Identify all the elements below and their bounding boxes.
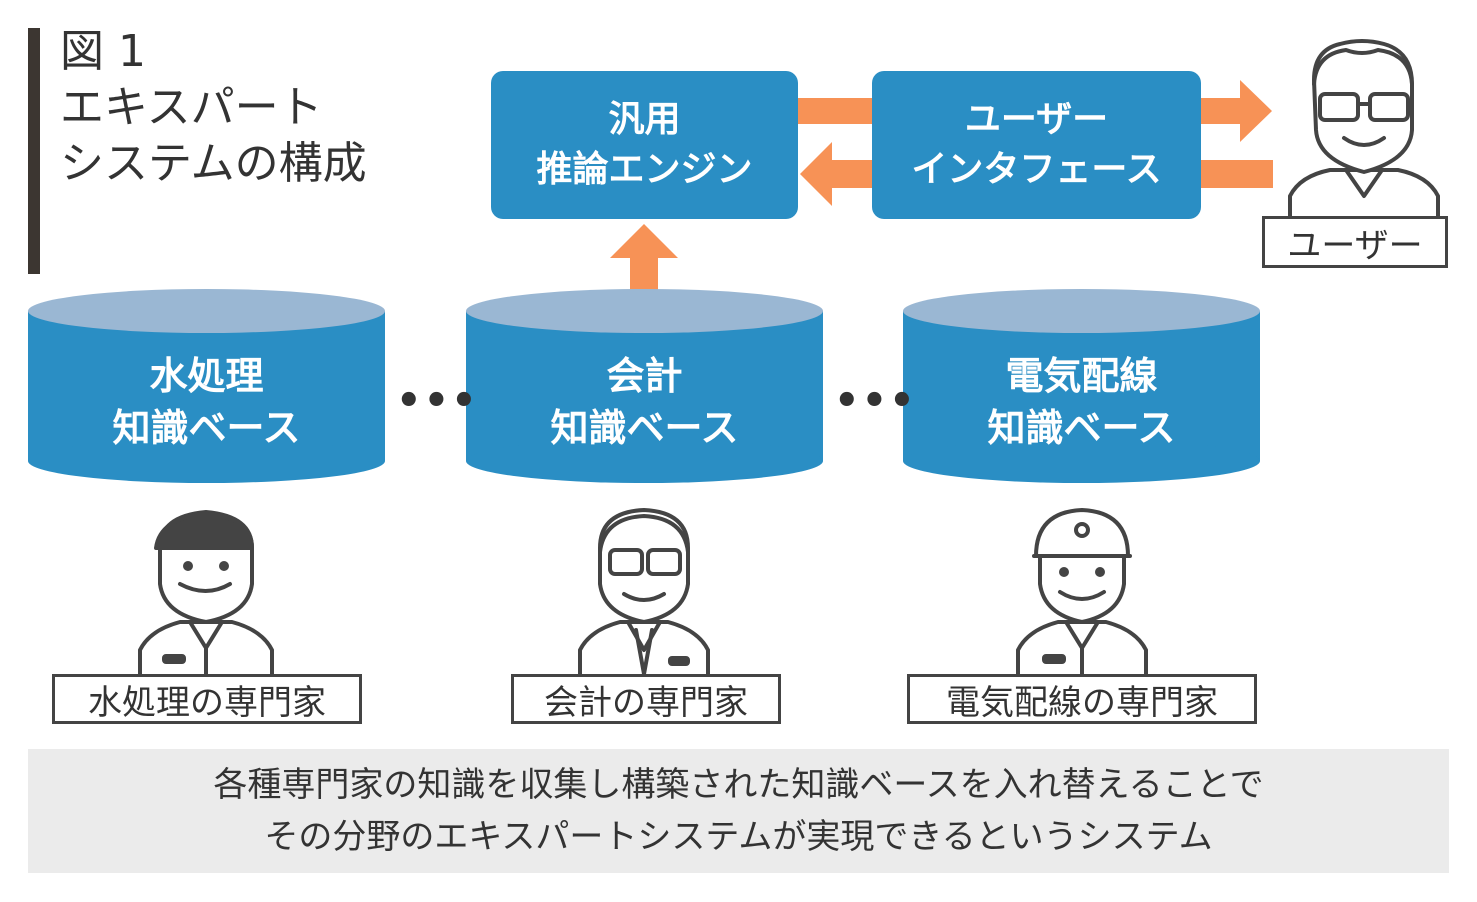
accounting-kb-line-1: 会計: [606, 354, 683, 398]
arrow-db-to-engine: [610, 224, 678, 308]
user-interface-box: ユーザー インタフェース: [872, 71, 1201, 219]
figure-title-line-1: エキスパート: [60, 82, 323, 133]
arrow-user-to-ui: [1201, 160, 1273, 188]
electrical-kb-label: 電気配線 知識ベース: [903, 350, 1260, 454]
accounting-expert-label: 会計の専門家: [511, 674, 781, 724]
arrow-engine-to-ui: [798, 98, 872, 124]
figure-number: 図 1: [60, 26, 146, 77]
accounting-expert-icon: [578, 508, 710, 676]
figure-title-line-2: システムの構成: [60, 138, 367, 189]
accounting-kb-label: 会計 知識ベース: [466, 350, 823, 454]
caption-box: 各種専門家の知識を収集し構築された知識ベースを入れ替えることで その分野のエキス…: [28, 749, 1449, 873]
caption-line-1: 各種専門家の知識を収集し構築された知識ベースを入れ替えることで: [213, 765, 1264, 805]
electrical-expert-icon: [1016, 508, 1148, 676]
electrical-expert-label: 電気配線の専門家: [907, 674, 1257, 724]
accounting-kb-line-2: 知識ベース: [550, 406, 739, 450]
inference-engine-box: 汎用 推論エンジン: [491, 71, 798, 219]
user-icon: [1288, 39, 1440, 218]
cylinder-electrical: [903, 289, 1260, 483]
user-interface-line-1: ユーザー: [964, 99, 1109, 140]
arrow-ui-to-engine: [800, 142, 872, 206]
water-kb-line-2: 知識ベース: [112, 406, 301, 450]
cylinder-water: [28, 289, 385, 483]
figure-title: 図 1 エキスパート システムの構成: [60, 24, 367, 192]
water-expert-label: 水処理の専門家: [52, 674, 362, 724]
inference-engine-line-2: 推論エンジン: [536, 149, 753, 190]
title-bar: [28, 28, 40, 274]
electrical-kb-line-1: 電気配線: [1005, 354, 1158, 398]
water-kb-line-1: 水処理: [149, 354, 264, 398]
arrow-ui-to-user: [1201, 80, 1272, 142]
cylinder-accounting: [466, 289, 823, 483]
caption-line-2: その分野のエキスパートシステムが実現できるというシステム: [264, 817, 1213, 857]
electrical-kb-line-2: 知識ベース: [987, 406, 1176, 450]
water-kb-label: 水処理 知識ベース: [28, 350, 385, 454]
ellipsis-2: •••: [834, 378, 917, 424]
inference-engine-line-1: 汎用: [608, 99, 681, 140]
user-interface-line-2: インタフェース: [911, 149, 1162, 190]
water-expert-icon: [138, 510, 274, 676]
ellipsis-1: •••: [396, 378, 479, 424]
user-label: ユーザー: [1262, 216, 1448, 268]
